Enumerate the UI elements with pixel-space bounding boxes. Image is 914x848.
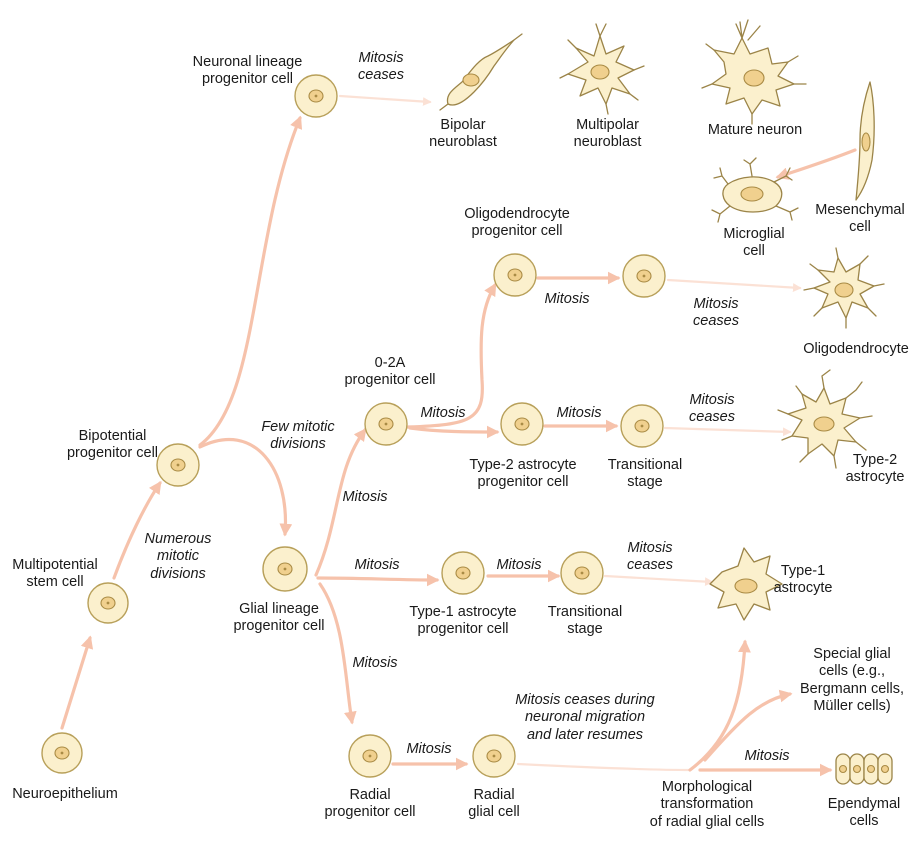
transitional-stage-type1-cell bbox=[561, 552, 603, 594]
label-mitosis-ceases-oligo: Mitosis ceases bbox=[680, 296, 752, 331]
glial-lineage-progenitor-cell bbox=[263, 547, 307, 591]
label-mitosis-type2: Mitosis bbox=[548, 405, 610, 422]
label-mitosis-ceases-top: Mitosis ceases bbox=[345, 50, 417, 85]
type1-astrocyte-progenitor-cell bbox=[442, 552, 484, 594]
label-mitosis-glial-down: Mitosis bbox=[344, 655, 406, 672]
label-mitosis-oligo: Mitosis bbox=[536, 291, 598, 308]
arrow-o2a-to-type2-progenitor bbox=[410, 428, 497, 432]
arrow-type2-ceases bbox=[665, 428, 790, 432]
label-multipolar-neuroblast: Multipolar neuroblast bbox=[560, 117, 655, 152]
label-oligodendrocyte-progenitor-cell: Oligodendrocyte progenitor cell bbox=[452, 206, 582, 241]
label-oligodendrocyte: Oligodendrocyte bbox=[798, 341, 914, 358]
microglial-cell bbox=[712, 158, 798, 222]
label-morphological-transformation: Morphological transformation of radial g… bbox=[632, 779, 782, 831]
label-type1-astrocyte-progenitor-cell: Type-1 astrocyte progenitor cell bbox=[398, 604, 528, 639]
label-mature-neuron: Mature neuron bbox=[700, 122, 810, 139]
label-o2a-progenitor-cell: 0-2A progenitor cell bbox=[330, 355, 450, 390]
label-mitosis-o2a: Mitosis bbox=[412, 405, 474, 422]
multipolar-neuroblast-cell bbox=[560, 24, 644, 114]
label-radial-glial-cell: Radial glial cell bbox=[448, 787, 540, 822]
label-mitosis-ependymal: Mitosis bbox=[736, 748, 798, 765]
neuroepithelium-cell bbox=[42, 733, 82, 773]
arrow-radial-glial-ceases bbox=[518, 764, 690, 770]
label-mitosis-glial-up: Mitosis bbox=[334, 489, 396, 506]
arrow-neuronal-ceases bbox=[340, 96, 430, 102]
mesenchymal-cell bbox=[856, 82, 874, 200]
label-neuroepithelium: Neuroepithelium bbox=[10, 786, 120, 803]
mature-neuron-cell bbox=[702, 20, 806, 124]
label-mesenchymal-cell: Mesenchymal cell bbox=[810, 202, 910, 237]
label-special-glial-cells: Special glial cells (e.g., Bergmann cell… bbox=[792, 646, 912, 716]
label-transitional-stage-type1: Transitional stage bbox=[540, 604, 630, 639]
type2-astrocyte-progenitor-cell bbox=[501, 403, 543, 445]
label-ependymal-cells: Ependymal cells bbox=[820, 796, 908, 831]
label-transitional-stage-type2: Transitional stage bbox=[600, 457, 690, 492]
label-numerous-mitotic-divisions: Numerous mitotic divisions bbox=[128, 531, 228, 583]
label-type1-astrocyte: Type-1 astrocyte bbox=[768, 563, 838, 598]
label-mitosis-glial-mid: Mitosis bbox=[346, 557, 408, 574]
label-mitosis-ceases-type1: Mitosis ceases bbox=[614, 540, 686, 575]
label-type2-astrocyte-progenitor-cell: Type-2 astrocyte progenitor cell bbox=[458, 457, 588, 492]
label-microglial-cell: Microglial cell bbox=[714, 226, 794, 261]
label-mitosis-ceases-type2: Mitosis ceases bbox=[676, 392, 748, 427]
arrow-bipotential-to-neuronal bbox=[200, 118, 300, 445]
arrow-mesenchymal-to-microglial bbox=[778, 150, 855, 177]
oligodendrocyte-cell bbox=[804, 248, 884, 328]
bipolar-neuroblast-cell bbox=[440, 34, 522, 110]
label-bipolar-neuroblast: Bipolar neuroblast bbox=[418, 117, 508, 152]
ependymal-cells bbox=[836, 754, 892, 784]
oligodendrocyte-progenitor-cell-2 bbox=[623, 255, 665, 297]
arrow-oligo-ceases bbox=[668, 280, 800, 288]
label-mitosis-type1: Mitosis bbox=[488, 557, 550, 574]
arrow-neuroepithelium-to-stem bbox=[62, 638, 90, 728]
o2a-progenitor-cell bbox=[365, 403, 407, 445]
transitional-stage-type2-cell bbox=[621, 405, 663, 447]
label-glial-lineage-progenitor-cell: Glial lineage progenitor cell bbox=[218, 601, 340, 636]
label-radial-progenitor-cell: Radial progenitor cell bbox=[310, 787, 430, 822]
label-bipotential-progenitor-cell: Bipotential progenitor cell bbox=[55, 428, 170, 463]
oligodendrocyte-progenitor-cell bbox=[494, 254, 536, 296]
label-type2-astrocyte: Type-2 astrocyte bbox=[836, 452, 914, 487]
label-neuronal-lineage-progenitor-cell: Neuronal lineage progenitor cell bbox=[180, 54, 315, 89]
radial-progenitor-cell bbox=[349, 735, 391, 777]
label-multipotential-stem-cell: Multipotential stem cell bbox=[0, 557, 110, 592]
label-mitosis-ceases-during-migration: Mitosis ceases during neuronal migration… bbox=[500, 692, 670, 744]
arrow-type1-ceases bbox=[605, 576, 712, 582]
arrow-glial-to-type1-progenitor bbox=[318, 578, 437, 580]
label-few-mitotic-divisions: Few mitotic divisions bbox=[248, 419, 348, 454]
label-mitosis-radial: Mitosis bbox=[398, 741, 460, 758]
